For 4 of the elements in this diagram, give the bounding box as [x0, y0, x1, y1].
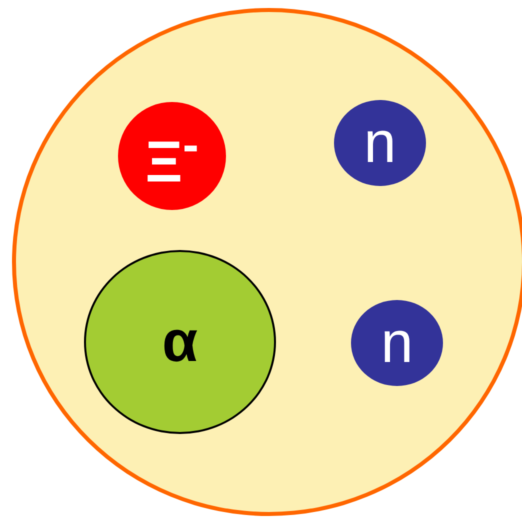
particle-symbol: n	[380, 314, 414, 372]
particle-symbol: Ξ$^{-}$	[145, 120, 199, 192]
particle-symbol: α	[162, 313, 198, 371]
particle-symbol: n	[364, 114, 396, 172]
